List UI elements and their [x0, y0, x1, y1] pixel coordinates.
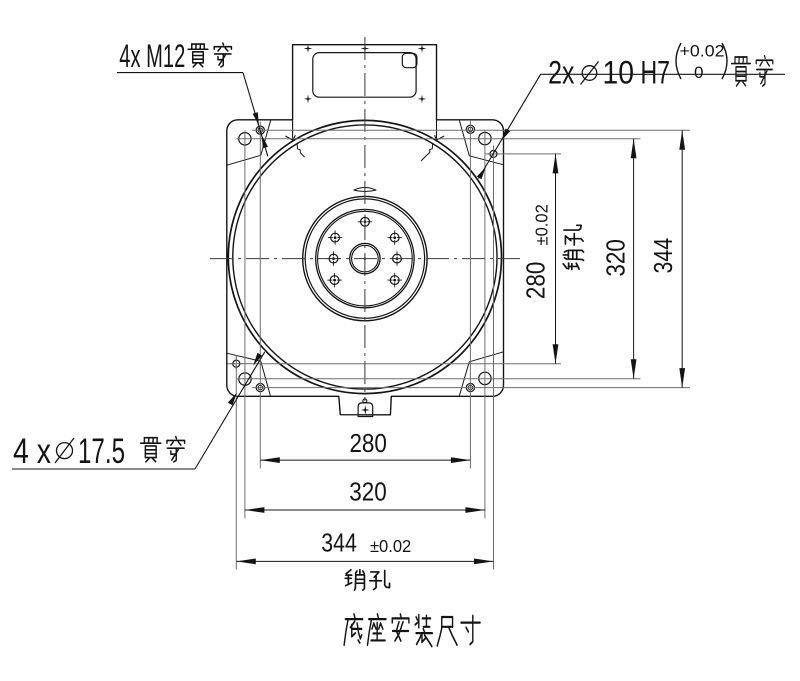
svg-text:±0.02: ±0.02: [532, 204, 552, 245]
svg-text:4x M12: 4x M12: [119, 38, 185, 74]
svg-text:10: 10: [603, 54, 635, 90]
svg-text:280: 280: [521, 262, 551, 300]
svg-text:±0.02: ±0.02: [370, 536, 411, 556]
svg-text:344: 344: [648, 238, 678, 274]
svg-text:320: 320: [601, 239, 631, 277]
svg-text:320: 320: [349, 477, 387, 507]
svg-text:4 x: 4 x: [13, 432, 51, 471]
svg-text:280: 280: [349, 428, 387, 458]
svg-text:H7: H7: [641, 54, 671, 90]
svg-text:344: 344: [321, 527, 357, 557]
svg-text:2x: 2x: [548, 54, 574, 90]
svg-text:+0.02: +0.02: [680, 41, 725, 60]
svg-text:0: 0: [694, 63, 703, 82]
svg-text:17.5: 17.5: [78, 432, 125, 471]
